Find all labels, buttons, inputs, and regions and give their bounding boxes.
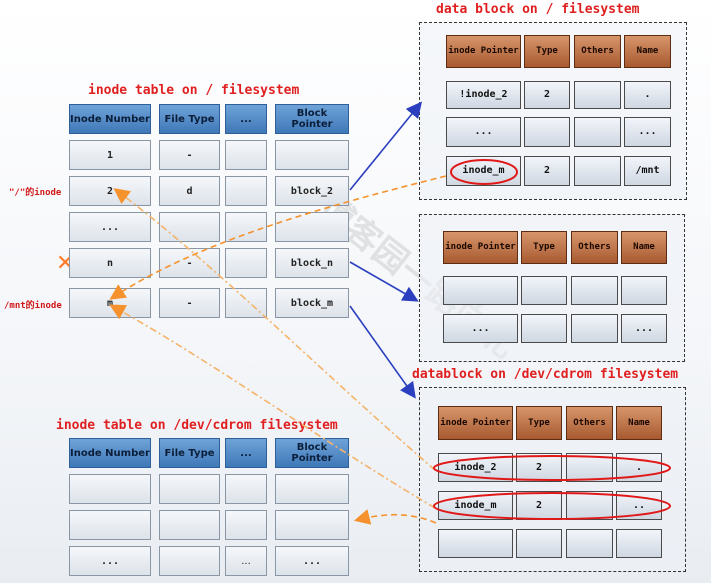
file-type-header: File Type — [159, 104, 220, 134]
inode-cell — [69, 474, 151, 504]
type-cell — [521, 314, 567, 343]
inode-pointer-cell — [438, 529, 513, 558]
type-cell — [159, 510, 220, 540]
others-cell — [574, 117, 621, 147]
inode-m-to-m-arrow — [109, 175, 447, 300]
name-cell: ... — [624, 117, 671, 147]
pointer-cell: block_m — [275, 288, 349, 318]
cdrom-data-block-title: datablock on /dev/cdrom filesystem — [412, 367, 679, 382]
misc-cell — [225, 474, 267, 504]
block-2-arrow — [349, 101, 423, 191]
misc-cell — [225, 510, 267, 540]
inode-pointer-cell — [443, 276, 518, 305]
inode-pointer-header: inode Pointer — [438, 406, 513, 440]
block-m-arrow — [349, 305, 416, 399]
root-inode-table-title: inode table on / filesystem — [88, 83, 300, 98]
type-cell: d — [159, 176, 220, 206]
inode-cell: n — [69, 248, 151, 278]
others-header: Others — [571, 231, 618, 264]
block-pointer-header: Block Pointer — [275, 104, 349, 134]
others-header: Others — [566, 406, 613, 440]
cdrom-inode-2-to-2-arrow — [113, 188, 436, 471]
cdrom-root-to-table-arrow — [353, 509, 437, 525]
others-header: Others — [574, 35, 621, 68]
pointer-cell: ... — [275, 546, 349, 576]
others-cell — [571, 276, 618, 305]
type-cell — [159, 546, 220, 576]
misc-cell — [225, 248, 267, 278]
inode-pointer-header: inode Pointer — [446, 35, 521, 68]
cdrom-inode-table-title: inode table on /dev/cdrom filesystem — [56, 418, 338, 433]
others-cell — [574, 156, 621, 186]
name-cell — [621, 276, 667, 305]
root-data-block-title: data block on / filesystem — [436, 2, 640, 17]
pointer-cell — [275, 474, 349, 504]
inode-number-header: Inode Number — [69, 104, 151, 134]
pointer-cell: block_2 — [275, 176, 349, 206]
inode-pointer-cell: !inode_2 — [446, 81, 521, 109]
name-cell — [616, 529, 662, 558]
misc-cell — [225, 212, 267, 242]
misc-cell: ... — [225, 546, 267, 576]
misc-cell — [225, 288, 267, 318]
type-cell — [516, 529, 562, 558]
inode-cell: 2 — [69, 176, 151, 206]
name-header: Name — [624, 35, 671, 68]
inode-m-highlight — [450, 159, 518, 185]
others-cell — [571, 314, 618, 343]
inode-cell: ... — [69, 212, 151, 242]
name-header: Name — [621, 231, 667, 264]
inode-pointer-cell: ... — [443, 314, 518, 343]
file-type-header: File Type — [159, 438, 220, 468]
block-n-arrow — [349, 261, 419, 302]
inode-number-header: Inode Number — [69, 438, 151, 468]
pointer-cell — [275, 212, 349, 242]
type-header: Type — [516, 406, 562, 440]
ellipsis-header: ... — [225, 104, 267, 134]
type-cell: 2 — [516, 453, 562, 482]
name-header: Name — [616, 406, 662, 440]
type-cell — [521, 276, 567, 305]
misc-cell — [225, 140, 267, 170]
block-pointer-header: Block Pointer — [275, 438, 349, 468]
name-cell: /mnt — [624, 156, 671, 186]
pointer-cell — [275, 510, 349, 540]
type-cell — [524, 117, 570, 147]
type-cell: - — [159, 288, 220, 318]
others-cell — [566, 491, 613, 520]
cdrom-inode-m-to-m-arrow — [109, 304, 436, 509]
pointer-cell: block_n — [275, 248, 349, 278]
inode-cell: ... — [69, 546, 151, 576]
type-cell: 2 — [524, 81, 570, 109]
others-cell — [566, 529, 613, 558]
type-cell — [159, 474, 220, 504]
type-cell: 2 — [524, 156, 570, 186]
mnt-inode-label: /mnt的inode — [4, 301, 62, 311]
cdrom-inode-m-highlight — [433, 492, 671, 520]
root-inode-label: "/"的inode — [9, 188, 62, 198]
inode-pointer-cell: ... — [446, 117, 521, 147]
inode-cell — [69, 510, 151, 540]
type-header: Type — [524, 35, 570, 68]
inode-cell: 1 — [69, 140, 151, 170]
inode-pointer-header: inode Pointer — [443, 231, 518, 264]
misc-cell — [225, 176, 267, 206]
cdrom-inode-2-highlight — [433, 455, 671, 481]
type-cell — [159, 212, 220, 242]
type-cell: - — [159, 248, 220, 278]
type-cell: 2 — [516, 491, 562, 520]
pointer-cell — [275, 140, 349, 170]
type-cell: - — [159, 140, 220, 170]
others-cell — [574, 81, 621, 109]
name-cell: ... — [621, 314, 667, 343]
ellipsis-header: ... — [225, 438, 267, 468]
type-header: Type — [521, 231, 567, 264]
name-cell: . — [624, 81, 671, 109]
inode-pointer-cell: inode_2 — [438, 453, 513, 482]
